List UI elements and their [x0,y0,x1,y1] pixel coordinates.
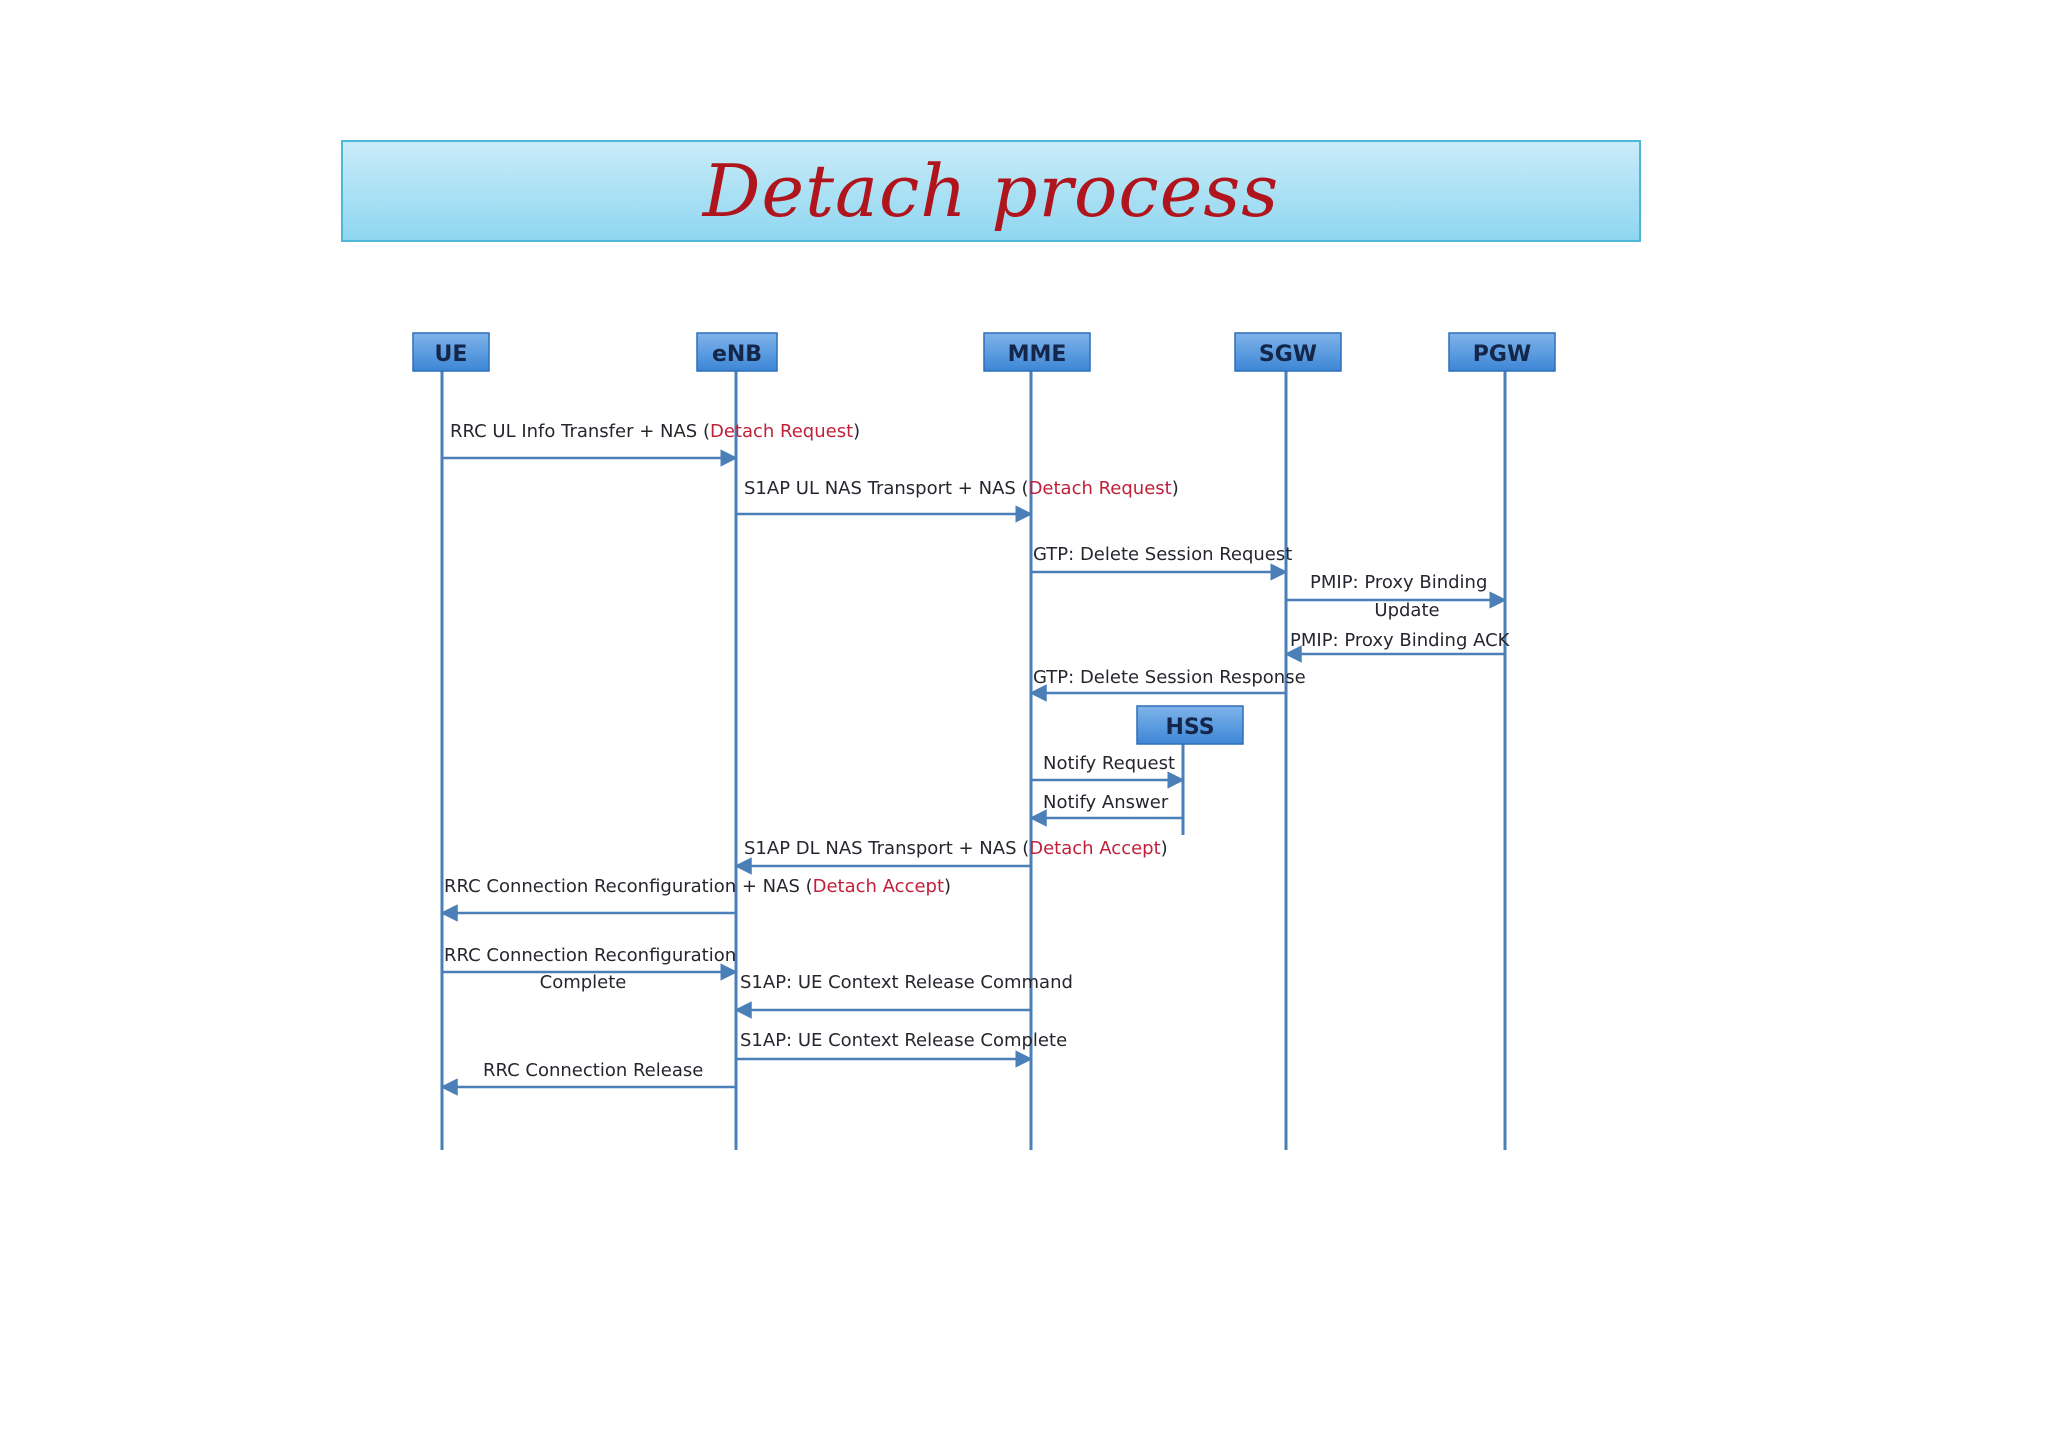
svg-text:PMIP: Proxy Binding: PMIP: Proxy Binding [1310,572,1487,593]
page-title: Detach process [702,149,1280,233]
svg-text:S1AP UL NAS Transport + NAS (D: S1AP UL NAS Transport + NAS (Detach Requ… [744,478,1179,499]
entity-enb: eNB [696,332,778,372]
svg-text:RRC UL Info Transfer + NAS (De: RRC UL Info Transfer + NAS (Detach Reque… [450,421,860,442]
svg-text:S1AP: UE Context Release Comma: S1AP: UE Context Release Command [740,972,1073,993]
svg-text:S1AP: UE Context Release Compl: S1AP: UE Context Release Complete [740,1030,1067,1051]
entity-ue: UE [412,332,490,372]
message-gtp-delete-session-response: GTP: Delete Session Response [1029,667,1306,702]
svg-text:GTP: Delete Session Response: GTP: Delete Session Response [1033,667,1306,688]
entity-sgw-label: SGW [1259,342,1317,367]
message-rrc-connection-reconfiguration-complete: RRC Connection Reconfiguration Complete [442,945,738,993]
message-s1ap-ue-context-release-complete: S1AP: UE Context Release Complete [736,1030,1067,1068]
message-s1ap-ue-context-release-command: S1AP: UE Context Release Command [734,972,1073,1019]
message-pmip-proxy-binding-update: PMIP: Proxy Binding Update [1286,572,1507,621]
title-banner: Detach process [341,140,1641,242]
message-rrc-connection-reconfiguration: RRC Connection Reconfiguration + NAS (De… [440,876,951,922]
entity-mme: MME [983,332,1091,372]
svg-text:Notify Answer: Notify Answer [1043,792,1169,813]
message-gtp-delete-session-request: GTP: Delete Session Request [1031,544,1292,581]
message-s1ap-dl-nas-transport: S1AP DL NAS Transport + NAS (Detach Acce… [734,838,1168,875]
svg-text:S1AP DL NAS Transport + NAS (D: S1AP DL NAS Transport + NAS (Detach Acce… [744,838,1168,859]
svg-text:Notify Request: Notify Request [1043,753,1175,774]
message-notify-answer: Notify Answer [1029,792,1183,827]
entity-hss: HSS [1136,705,1244,745]
entity-mme-label: MME [1008,342,1067,367]
svg-text:RRC Connection Reconfiguration: RRC Connection Reconfiguration [444,945,736,966]
svg-text:Update: Update [1374,600,1439,621]
entity-pgw: PGW [1448,332,1556,372]
entity-pgw-label: PGW [1473,342,1531,367]
entity-hss-label: HSS [1165,715,1214,740]
svg-text:RRC Connection Reconfiguration: RRC Connection Reconfiguration + NAS (De… [444,876,951,897]
svg-text:Complete: Complete [540,972,627,993]
message-s1ap-ul-nas-transport: S1AP UL NAS Transport + NAS (Detach Requ… [736,478,1179,523]
message-rrc-connection-release: RRC Connection Release [440,1060,736,1096]
message-rrc-ul-info-transfer: RRC UL Info Transfer + NAS (Detach Reque… [442,421,860,467]
svg-text:PMIP: Proxy Binding ACK: PMIP: Proxy Binding ACK [1290,630,1511,651]
svg-text:GTP: Delete Session Request: GTP: Delete Session Request [1033,544,1292,565]
entity-sgw: SGW [1234,332,1342,372]
message-notify-request: Notify Request [1031,753,1185,789]
svg-text:RRC Connection Release: RRC Connection Release [483,1060,703,1081]
entity-enb-label: eNB [712,342,762,367]
message-pmip-proxy-binding-ack: PMIP: Proxy Binding ACK [1284,630,1511,663]
entity-ue-label: UE [435,342,468,367]
